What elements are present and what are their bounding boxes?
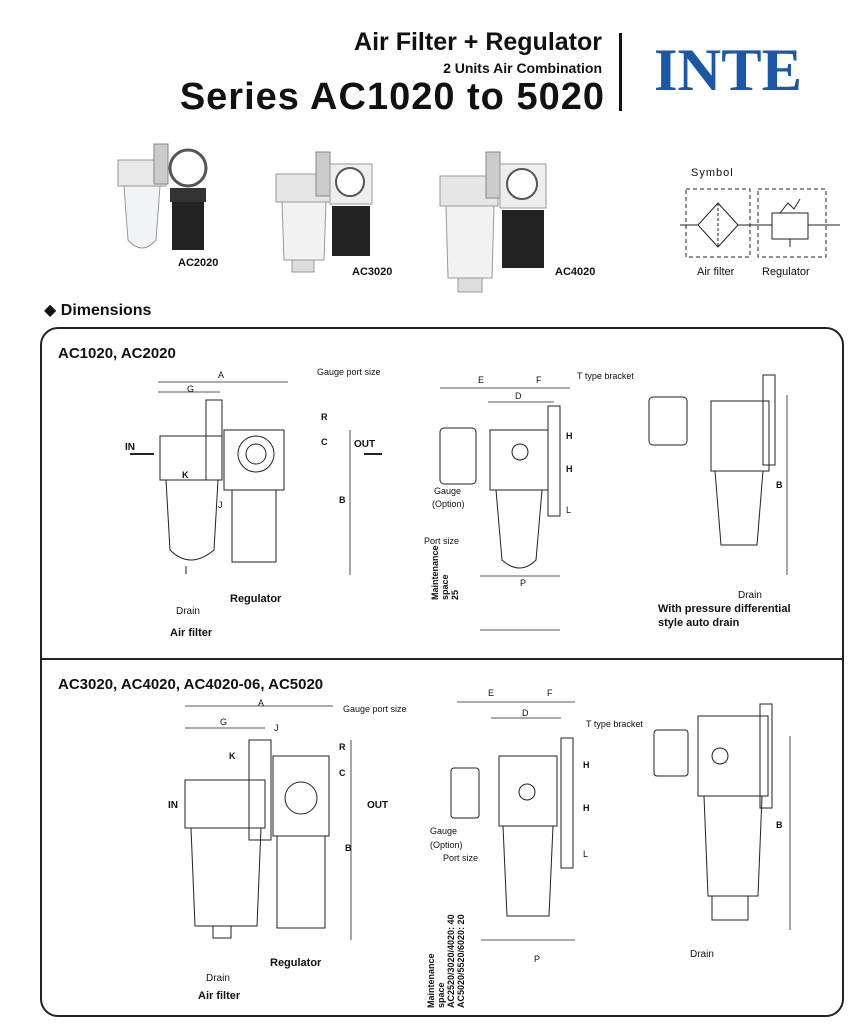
dim-P: P bbox=[520, 578, 527, 588]
dim-H1: H bbox=[566, 431, 573, 441]
port-size-label: Port size bbox=[424, 536, 460, 546]
dim-C: C bbox=[321, 437, 328, 447]
gauge-option-label: (Option) bbox=[432, 499, 465, 509]
section2-title: AC3020, AC4020, AC4020-06, AC5020 bbox=[58, 676, 324, 693]
drain-label-auto-2: Drain bbox=[690, 949, 714, 960]
in-label-2: IN bbox=[168, 800, 178, 811]
dim2-G: G bbox=[220, 717, 228, 727]
symbol-filter-label: Air filter bbox=[697, 266, 735, 278]
product-label-ac3020: AC3020 bbox=[352, 266, 393, 278]
dim2-B: B bbox=[345, 843, 352, 853]
out-label: OUT bbox=[354, 439, 376, 450]
dim2-L: L bbox=[583, 849, 589, 859]
dim-H2: H bbox=[566, 464, 573, 474]
section1-auto-drain-drawing bbox=[648, 374, 788, 575]
maintenance-label-2: Maintenance bbox=[426, 953, 436, 1008]
dim2-A: A bbox=[258, 698, 265, 708]
symbol-regulator-label: Regulator bbox=[762, 266, 810, 278]
product-label-ac2020: AC2020 bbox=[178, 257, 219, 269]
dim2-B-auto: B bbox=[776, 820, 783, 830]
space-value: 25 bbox=[450, 589, 460, 600]
dim-L: L bbox=[566, 505, 572, 515]
product-label-ac4020: AC4020 bbox=[555, 266, 596, 278]
regulator-label: Regulator bbox=[230, 593, 282, 605]
section1-front-drawing bbox=[130, 381, 382, 575]
series-title: Series AC1020 to 5020 bbox=[179, 76, 605, 118]
dim2-F: F bbox=[547, 688, 553, 698]
dimensions-heading-text: Dimensions bbox=[60, 302, 152, 319]
gauge-label-2: Gauge bbox=[430, 826, 458, 836]
product-photo-ac4020 bbox=[439, 151, 547, 293]
dimensions-heading: ◆ Dimensions bbox=[44, 300, 151, 320]
section1-side-drawing bbox=[439, 387, 570, 631]
regulator-label-2: Regulator bbox=[270, 957, 322, 969]
dim2-H2: H bbox=[583, 803, 590, 813]
dim2-P: P bbox=[534, 954, 541, 964]
auto-drain-note2: style auto drain bbox=[658, 617, 740, 629]
dim-J: J bbox=[218, 500, 223, 510]
product-photo-ac2020 bbox=[117, 143, 208, 250]
logo-text: INTE bbox=[654, 37, 802, 103]
header-subtitle: 2 Units Air Combination bbox=[443, 60, 602, 76]
t-bracket-label: T type bracket bbox=[577, 371, 634, 381]
section2-front-drawing bbox=[184, 705, 352, 940]
gauge-option-label-2: (Option) bbox=[430, 840, 463, 850]
dim-E: E bbox=[478, 375, 485, 385]
product-photo-ac3020 bbox=[275, 151, 373, 273]
space-value-2b: AC5020/5520/6020: 20 bbox=[456, 914, 466, 1008]
in-label: IN bbox=[125, 442, 135, 453]
dim2-D: D bbox=[522, 708, 529, 718]
space-label: space bbox=[440, 574, 450, 600]
section1-title: AC1020, AC2020 bbox=[58, 345, 176, 362]
port-size-label-2: Port size bbox=[443, 853, 479, 863]
t-bracket-label-2: T type bracket bbox=[586, 719, 643, 729]
gauge-port-label: Gauge port size bbox=[317, 367, 381, 377]
section2-side-drawing bbox=[450, 701, 575, 941]
section2-auto-drain-drawing bbox=[653, 703, 791, 930]
gauge-port-label-2: Gauge port size bbox=[343, 704, 407, 714]
maintenance-label: Maintenance bbox=[430, 545, 440, 600]
dim2-K: K bbox=[229, 751, 236, 761]
drain-label: Drain bbox=[176, 606, 200, 617]
out-label-2: OUT bbox=[367, 800, 389, 811]
dim-D: D bbox=[515, 391, 522, 401]
dim2-E: E bbox=[488, 688, 495, 698]
dim-A: A bbox=[218, 370, 225, 380]
dim2-H1: H bbox=[583, 760, 590, 770]
auto-drain-note1: With pressure differential bbox=[658, 603, 791, 615]
inte-logo: INTE bbox=[654, 37, 802, 103]
air-filter-label-2: Air filter bbox=[198, 990, 241, 1002]
diamond-icon: ◆ bbox=[44, 302, 57, 319]
drain-label-auto: Drain bbox=[738, 590, 762, 601]
dim2-R: R bbox=[339, 742, 346, 752]
maintenance-space-1: Maintenance space 25 bbox=[430, 530, 460, 600]
dim-R: R bbox=[321, 412, 328, 422]
dim2-C: C bbox=[339, 768, 346, 778]
air-filter-label: Air filter bbox=[170, 627, 213, 639]
dim-K: K bbox=[182, 470, 189, 480]
dim-B-auto: B bbox=[776, 480, 783, 490]
header-title: Air Filter + Regulator bbox=[354, 28, 602, 56]
dim2-J: J bbox=[274, 723, 279, 733]
space-label-2: space bbox=[436, 982, 446, 1008]
header-divider bbox=[619, 33, 622, 111]
dim-G: G bbox=[187, 384, 195, 394]
gauge-label: Gauge bbox=[434, 486, 462, 496]
dim-B: B bbox=[339, 495, 346, 505]
drain-label-2: Drain bbox=[206, 973, 230, 984]
pneumatic-symbol bbox=[680, 188, 840, 258]
symbol-title: Symbol bbox=[691, 167, 734, 179]
space-value-2a: AC2520/3020/4020: 40 bbox=[446, 914, 456, 1008]
section-divider bbox=[42, 658, 842, 660]
dimensions-panel bbox=[40, 327, 844, 1017]
dim-F: F bbox=[536, 375, 542, 385]
maintenance-space-2: Maintenance space AC2520/3020/4020: 40 A… bbox=[426, 880, 466, 1008]
